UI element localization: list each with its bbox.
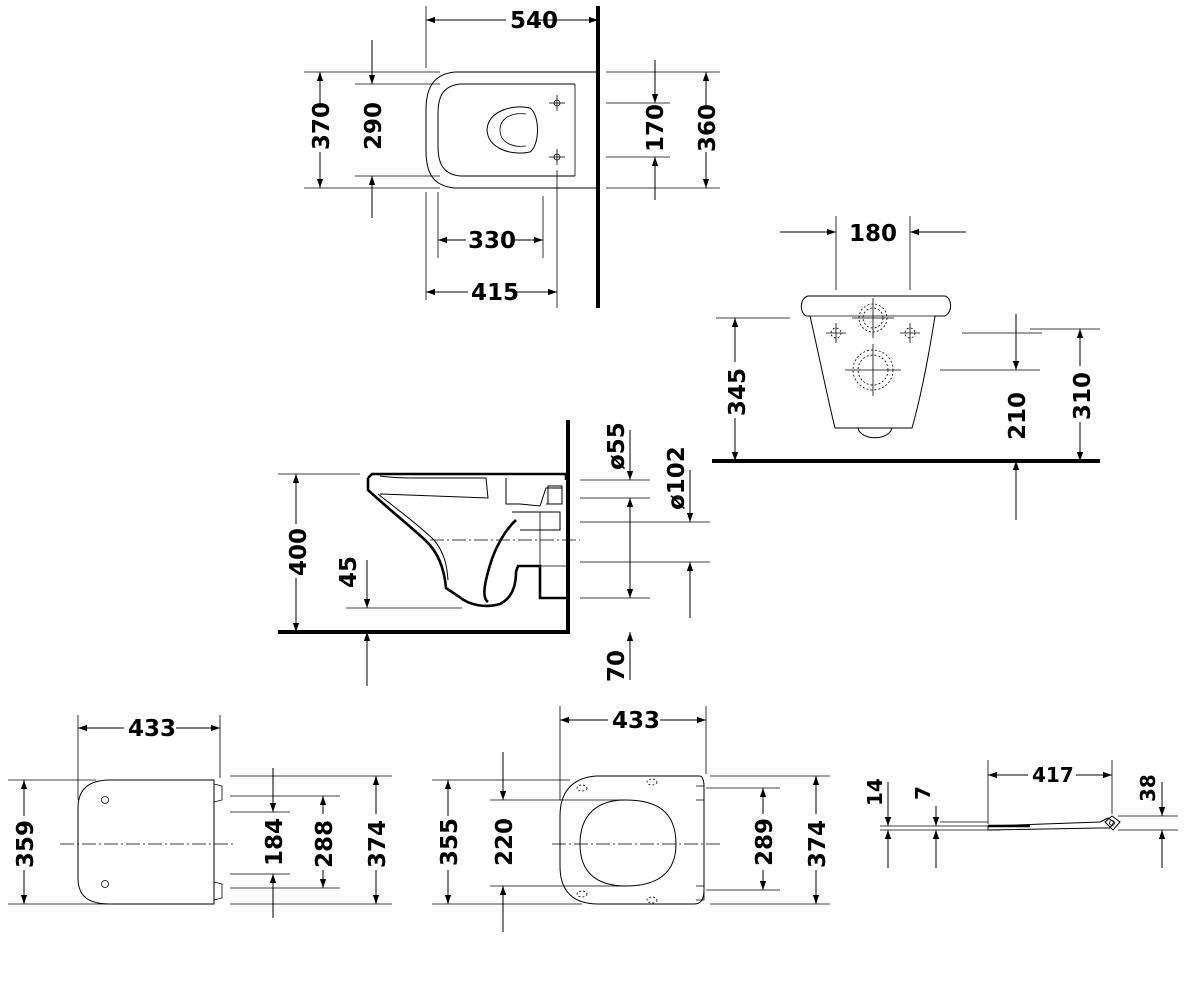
seat-profile-hinge: [1104, 815, 1121, 831]
side-trap: [483, 519, 517, 604]
dim-290-label: 290: [361, 102, 387, 150]
dim-433-mid-label: 433: [612, 708, 660, 734]
side-rim: [379, 475, 489, 499]
dim-355-label: 355: [437, 818, 463, 866]
dim-359-label: 359: [13, 820, 39, 868]
dim-170-label: 170: [643, 104, 669, 152]
seat-hinge: [696, 785, 705, 901]
lid-outline: [77, 779, 215, 905]
side-inlet-block: [505, 478, 563, 507]
dim-370-label: 370: [309, 102, 335, 150]
dim-45-label: 45: [336, 556, 362, 588]
front-inlet: [852, 298, 894, 338]
dim-dia102-label: ø102: [664, 446, 690, 510]
dim-310-label: 310: [1070, 372, 1096, 420]
dim-360-label: 360: [695, 104, 721, 152]
side-inlet: [547, 485, 563, 505]
lid-buffer-2: [101, 880, 109, 888]
top-outlet: [486, 106, 538, 154]
seat-buffer-3: [576, 890, 588, 898]
top-bowl-inner: [437, 83, 575, 177]
seat-buffer-4: [646, 896, 658, 904]
lid-hinge: [213, 783, 223, 901]
seat-profile: 417 14 7 38: [863, 760, 1178, 868]
seat-view-left: 433 359 184 288 374: [8, 715, 392, 918]
dim-345-label: 345: [725, 368, 751, 416]
side-wall-floor: [278, 420, 570, 634]
dim-433-left-label: 433: [128, 716, 176, 742]
seat-buffer-1: [576, 784, 588, 792]
side-view: 400 45 ø55 ø102 70: [278, 420, 710, 686]
dim-540-label: 540: [510, 8, 558, 34]
dim-400-label: 400: [286, 528, 312, 576]
dim-14-label: 14: [863, 778, 887, 806]
dim-417-label: 417: [1032, 763, 1074, 787]
dim-70-label: 70: [604, 650, 630, 682]
dim-330-label: 330: [468, 228, 516, 254]
seat-view-mid: 433 355 220 289 374: [432, 706, 831, 932]
dim-180-label: 180: [849, 221, 897, 247]
dim-415-label: 415: [471, 280, 519, 306]
dim-374-mid-label: 374: [805, 820, 831, 868]
seat-ring-outline: [559, 775, 705, 905]
side-bowl-top: [367, 472, 568, 480]
front-drain: [845, 344, 901, 396]
seat-ring-opening: [579, 799, 677, 887]
seat-buffer-2: [646, 778, 658, 786]
front-fixing-left: [826, 323, 846, 343]
front-bowl-outline: [800, 295, 952, 429]
lid-buffer-1: [101, 796, 109, 804]
dim-288-label: 288: [312, 820, 338, 868]
dim-210-label: 210: [1005, 392, 1031, 440]
top-fixing-hole-1: [549, 95, 565, 111]
dim-220-label: 220: [492, 818, 518, 866]
top-outlet-inner: [499, 113, 527, 147]
side-bowl-outline: [366, 478, 566, 608]
side-trap-inner: [512, 511, 561, 531]
front-fixing-right: [900, 323, 920, 343]
dim-38-label: 38: [1136, 774, 1160, 802]
dim-289-label: 289: [752, 818, 778, 866]
dim-374-left-label: 374: [365, 820, 391, 868]
front-outlet-bottom: [857, 427, 893, 439]
top-fixing-hole-2: [549, 149, 565, 165]
dim-7-label: 7: [911, 786, 935, 800]
top-bowl-outline: [425, 71, 598, 189]
dim-184-label: 184: [262, 818, 288, 866]
front-view: 180 345 210 310: [712, 216, 1100, 520]
dim-dia55-label: ø55: [604, 422, 630, 470]
seat-profile-shape: [987, 817, 1115, 831]
top-view: 540 370 290 170 360 330 415: [304, 6, 721, 308]
